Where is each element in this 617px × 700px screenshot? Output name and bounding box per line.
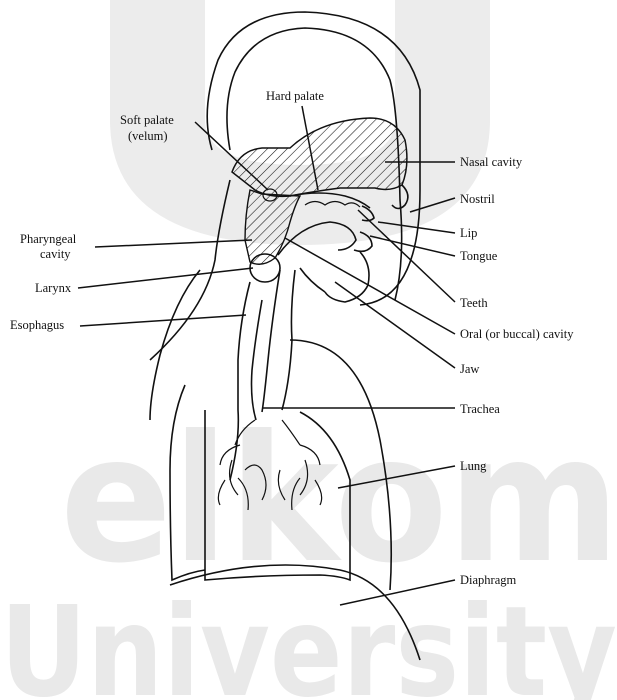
watermark-bottom-word: University xyxy=(0,580,617,700)
label-esophagus: Esophagus xyxy=(10,318,64,332)
label-oral-cavity: Oral (or buccal) cavity xyxy=(460,327,574,341)
label-teeth: Teeth xyxy=(460,296,488,310)
label-nasal-cavity: Nasal cavity xyxy=(460,155,523,169)
label-jaw: Jaw xyxy=(460,362,479,376)
watermark-middle-word: elkom xyxy=(60,399,617,602)
label-diaphragm: Diaphragm xyxy=(460,573,517,587)
label-soft-palate-1: Soft palate xyxy=(120,113,174,127)
label-larynx: Larynx xyxy=(35,281,72,295)
trachea-left xyxy=(262,270,280,412)
chin xyxy=(325,252,369,302)
label-pharyngeal-2: cavity xyxy=(40,247,71,261)
pointer-jaw xyxy=(335,282,455,368)
label-hard-palate: Hard palate xyxy=(266,89,324,103)
label-lip: Lip xyxy=(460,226,477,240)
nasal-cavity xyxy=(232,118,407,196)
label-soft-palate-2: (velum) xyxy=(128,129,168,143)
label-tongue: Tongue xyxy=(460,249,498,263)
front-throat xyxy=(150,270,200,420)
jaw-line xyxy=(300,268,325,292)
pointer-esophagus xyxy=(80,315,246,326)
label-pharyngeal-1: Pharyngeal xyxy=(20,232,77,246)
label-nostril: Nostril xyxy=(460,192,495,206)
label-lung: Lung xyxy=(460,459,487,473)
pointer-oral-cavity xyxy=(285,238,455,334)
label-trachea: Trachea xyxy=(460,402,500,416)
pointer-larynx xyxy=(78,268,253,288)
pointer-pharyngeal xyxy=(95,240,252,247)
